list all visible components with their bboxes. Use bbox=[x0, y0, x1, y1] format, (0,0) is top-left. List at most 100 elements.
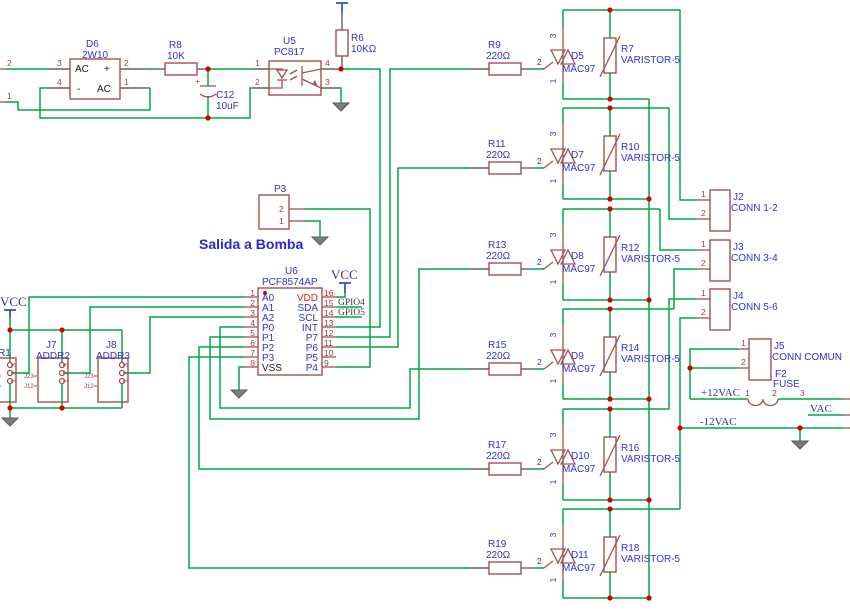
triac-channel-1[interactable]: R9 220Ω 2 D5 MAC97 R7 VARISTOR-5 3 1 bbox=[468, 9, 681, 100]
resistor-r8[interactable]: R8 10K bbox=[157, 40, 208, 76]
row1-pin3: 3 bbox=[548, 33, 558, 38]
j3-pin1: 1 bbox=[701, 239, 706, 249]
row5-pin3: 3 bbox=[548, 432, 558, 437]
vcc-text-left: VCC bbox=[0, 294, 27, 309]
r8-ref: R8 bbox=[169, 40, 182, 51]
row1-v-ref: R7 bbox=[621, 44, 634, 55]
row2-r-val: 220Ω bbox=[486, 150, 511, 161]
u6-lnum-1: 1 bbox=[250, 288, 255, 298]
u6-rname-p4: P4 bbox=[306, 363, 319, 374]
right-edge-pins[interactable] bbox=[843, 398, 850, 429]
j8-tag23: J23= bbox=[84, 374, 98, 380]
row5-v-ref: R16 bbox=[621, 443, 640, 454]
j5-ref: J5 bbox=[774, 341, 785, 352]
triac-channel-2[interactable]: R11 220Ω 2 D7 MAC97 R10 VARISTOR-5 3 1 bbox=[468, 107, 681, 200]
row6-gate-pin: 2 bbox=[537, 556, 542, 566]
junction-dots bbox=[7, 7, 803, 601]
triac-channel-4[interactable]: R15 220Ω 2 D9 MAC97 R14 VARISTOR-5 3 1 bbox=[468, 308, 681, 400]
f2-ref: F2 bbox=[775, 369, 787, 380]
j2-pin2: 2 bbox=[701, 208, 706, 218]
bridge-rectifier-d6[interactable]: D6 2W10 3 4 2 1 AC + - AC bbox=[48, 39, 150, 100]
triac-channel-6[interactable]: R19 220Ω 2 D11 MAC97 R18 VARISTOR-5 3 1 bbox=[468, 508, 681, 599]
wires[interactable] bbox=[5, 10, 843, 598]
row6-r-ref: R19 bbox=[488, 539, 507, 550]
row5-gate-pin: 2 bbox=[537, 457, 542, 467]
bridge-value: 2W10 bbox=[82, 50, 109, 61]
jumper1-pin2: 2 bbox=[11, 371, 18, 375]
u5-pin1: 1 bbox=[255, 58, 260, 68]
j7-value: ADDR2 bbox=[36, 351, 70, 362]
jumper-j7-addr2[interactable]: J7 ADDR2 3 2 1 J23= J12= bbox=[24, 340, 70, 403]
capacitor-c12[interactable]: + C12 10uF bbox=[195, 76, 239, 112]
row1-r-val: 220Ω bbox=[486, 51, 511, 62]
ground-symbol-vac[interactable] bbox=[790, 440, 810, 450]
u6-rname-sda: SDA bbox=[297, 303, 318, 314]
u6-rnum-9: 9 bbox=[324, 358, 329, 368]
u6-rname-scl: SCL bbox=[299, 313, 319, 324]
j7-pin1: 1 bbox=[63, 379, 70, 383]
j4-pin1: 1 bbox=[701, 288, 706, 298]
r6-value: 10KΩ bbox=[351, 44, 377, 55]
triac-channel-5[interactable]: R17 220Ω 2 D10 MAC97 R16 VARISTOR-5 3 1 bbox=[468, 408, 681, 501]
u6-lnum-2: 2 bbox=[250, 298, 255, 308]
j7-pin2: 2 bbox=[63, 371, 70, 375]
jumper1-value: R1 bbox=[0, 348, 11, 359]
fuse-f2[interactable]: F2 FUSE 1 2 3 bbox=[745, 369, 805, 407]
row5-v-val: VARISTOR-5 bbox=[621, 454, 681, 465]
bridge-pin1: 1 bbox=[124, 77, 129, 87]
r8-value: 10K bbox=[167, 51, 185, 62]
j7-tag23: J23= bbox=[24, 374, 38, 380]
triac-channel-3[interactable]: R13 220Ω 2 D8 MAC97 R12 VARISTOR-5 3 1 bbox=[468, 208, 681, 301]
u6-rname-p7: P7 bbox=[306, 333, 319, 344]
vcc-symbol-left[interactable]: VCC bbox=[0, 294, 27, 318]
u6-lname-p0: P0 bbox=[262, 323, 275, 334]
f2-value: FUSE bbox=[773, 379, 800, 390]
vcc-symbol-u6[interactable]: VCC bbox=[331, 267, 358, 293]
u6-rnum-13: 13 bbox=[324, 318, 334, 328]
connector-j4[interactable]: 1 2 J4 CONN 5-6 bbox=[697, 288, 778, 331]
u6-rnum-15: 15 bbox=[324, 298, 334, 308]
j8-pin2: 2 bbox=[123, 371, 130, 375]
connector-j2[interactable]: 1 2 J2 CONN 1-2 bbox=[697, 189, 778, 232]
u6-lname-a2: A2 bbox=[262, 313, 275, 324]
row4-gate-pin: 2 bbox=[537, 357, 542, 367]
u6-lnum-7: 7 bbox=[250, 348, 255, 358]
ic-u6[interactable]: U6 PCF8574AP 1 2 3 4 5 6 7 8 A0 A1 A2 P0… bbox=[244, 266, 365, 376]
ground-symbol-u6[interactable] bbox=[229, 389, 249, 399]
resistor-r6[interactable]: R6 10KΩ bbox=[335, 2, 377, 69]
connector-p3[interactable]: P3 2 1 bbox=[258, 184, 305, 230]
j7-ref: J7 bbox=[46, 340, 57, 351]
jumper-j8-addr3[interactable]: J8 ADDR3 3 2 1 J23= J12= bbox=[84, 340, 130, 403]
row6-v-ref: R18 bbox=[621, 543, 640, 554]
ac-input-pins[interactable]: 2 1 bbox=[0, 58, 12, 103]
optocoupler-u5[interactable]: U5 PC817 1 2 4 3 bbox=[252, 36, 338, 96]
row4-v-ref: R14 bbox=[621, 343, 640, 354]
row1-d-ref: D5 bbox=[571, 51, 584, 62]
jumper-addr1[interactable]: R1 3 2 1 J23= J12= bbox=[0, 348, 18, 403]
ground-symbol-u5[interactable] bbox=[331, 102, 351, 112]
row3-gate-pin: 2 bbox=[537, 257, 542, 267]
ground-symbol-left[interactable] bbox=[0, 417, 20, 427]
j4-pin2: 2 bbox=[701, 307, 706, 317]
row3-v-val: VARISTOR-5 bbox=[621, 254, 681, 265]
u6-lname-a0: A0 bbox=[262, 293, 275, 304]
row4-r-ref: R15 bbox=[488, 340, 507, 351]
row3-pin3: 3 bbox=[548, 232, 558, 237]
j2-pin1: 1 bbox=[701, 189, 706, 199]
jumper1-pin1: 1 bbox=[11, 379, 18, 383]
row2-v-val: VARISTOR-5 bbox=[621, 153, 681, 164]
j5-name: CONN COMUN bbox=[772, 352, 842, 363]
connector-j3[interactable]: 1 2 J3 CONN 3-4 bbox=[697, 239, 778, 282]
row2-d-ref: D7 bbox=[571, 150, 584, 161]
bridge-ac-bottom: AC bbox=[97, 84, 111, 95]
net-label-plus12vac: +12VAC bbox=[701, 387, 740, 399]
row2-d-val: MAC97 bbox=[562, 163, 596, 174]
input-pin-1: 1 bbox=[7, 91, 12, 101]
row2-v-ref: R10 bbox=[621, 142, 640, 153]
j5-pin2: 2 bbox=[741, 357, 746, 367]
j8-ref: J8 bbox=[106, 340, 117, 351]
j2-name: CONN 1-2 bbox=[731, 203, 778, 214]
ground-symbol-p3[interactable] bbox=[310, 236, 330, 246]
bridge-ac-top: AC bbox=[75, 64, 89, 75]
connector-j5[interactable]: 1 2 J5 CONN COMUN bbox=[738, 338, 842, 381]
